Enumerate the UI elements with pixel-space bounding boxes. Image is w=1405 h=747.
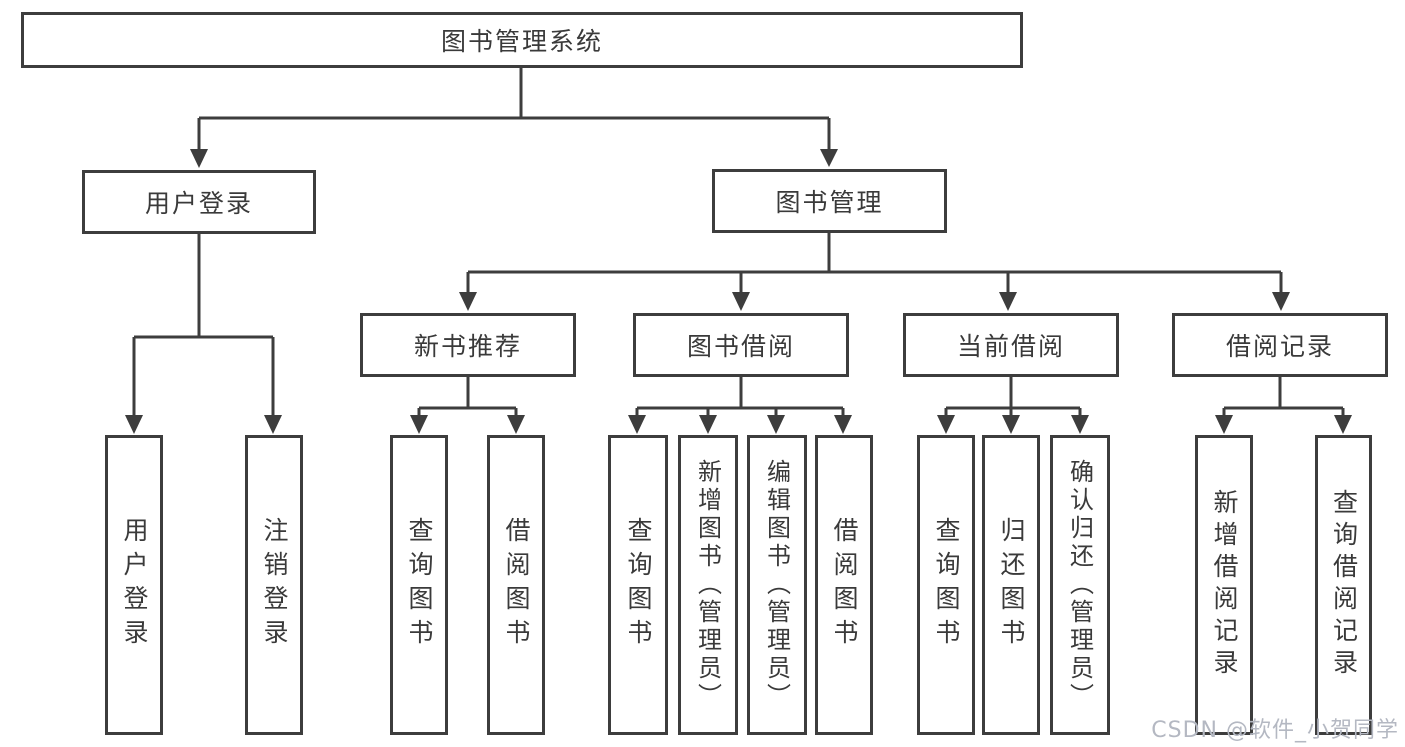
node-borrow-records: 借阅记录 <box>1172 313 1388 377</box>
leaf-label: 确认归还（管理员） <box>1065 459 1094 711</box>
node-library-management-system: 图书管理系统 <box>21 12 1023 68</box>
leaf-user-login: 用户登录 <box>105 435 163 735</box>
leaf-query-borrow-record: 查询借阅记录 <box>1315 435 1372 735</box>
leaf-add-books-admin: 新增图书（管理员） <box>678 435 738 735</box>
leaf-label: 借阅图书 <box>830 517 859 653</box>
leaf-query-books-2: 查询图书 <box>608 435 668 735</box>
node-label: 当前借阅 <box>956 332 1065 361</box>
leaf-label: 借阅图书 <box>502 517 531 653</box>
node-label: 用户登录 <box>144 189 253 218</box>
node-user-login: 用户登录 <box>82 170 316 234</box>
leaf-label: 查询图书 <box>932 517 961 653</box>
leaf-label: 查询借阅记录 <box>1329 489 1359 681</box>
leaf-label: 编辑图书（管理员） <box>762 459 791 711</box>
node-label: 借阅记录 <box>1225 332 1334 361</box>
leaf-label: 查询图书 <box>624 517 653 653</box>
node-label: 图书借阅 <box>686 332 795 361</box>
leaf-logout: 注销登录 <box>245 435 303 735</box>
leaf-label: 查询图书 <box>405 517 434 653</box>
node-book-borrow: 图书借阅 <box>633 313 849 377</box>
leaf-add-borrow-record: 新增借阅记录 <box>1195 435 1253 735</box>
leaf-label: 新增图书（管理员） <box>693 459 722 711</box>
leaf-return-books: 归还图书 <box>982 435 1040 735</box>
leaf-confirm-return-admin: 确认归还（管理员） <box>1050 435 1110 735</box>
leaf-label: 用户登录 <box>120 517 149 653</box>
node-new-book-recommend: 新书推荐 <box>360 313 576 377</box>
node-label: 图书管理系统 <box>440 27 603 56</box>
leaf-borrow-books-1: 借阅图书 <box>487 435 545 735</box>
leaf-edit-books-admin: 编辑图书（管理员） <box>747 435 807 735</box>
csdn-watermark: CSDN @软件_小贺同学 <box>1151 718 1399 743</box>
leaf-query-books-3: 查询图书 <box>917 435 975 735</box>
node-current-borrow: 当前借阅 <box>903 313 1119 377</box>
node-label: 图书管理 <box>775 188 884 217</box>
node-book-management: 图书管理 <box>712 169 947 233</box>
leaf-label: 归还图书 <box>997 517 1026 653</box>
leaf-label: 新增借阅记录 <box>1210 489 1239 681</box>
leaf-query-books-1: 查询图书 <box>390 435 448 735</box>
node-label: 新书推荐 <box>413 332 522 361</box>
leaf-borrow-books-2: 借阅图书 <box>815 435 873 735</box>
leaf-label: 注销登录 <box>260 517 289 653</box>
